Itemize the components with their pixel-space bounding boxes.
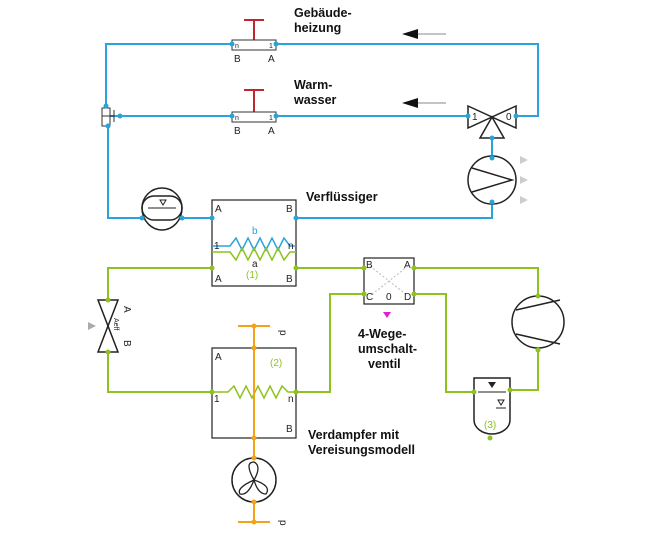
label-hot-water-2: wasser — [293, 93, 337, 107]
port-A: A — [215, 274, 222, 285]
port-1: 1 — [269, 115, 273, 122]
fan-icon[interactable] — [231, 457, 277, 503]
port-B: B — [286, 204, 293, 215]
port-n: n — [235, 43, 239, 50]
valve-hot-water[interactable]: n 1 B A — [231, 89, 277, 137]
label-building-heating-1: Gebäude- — [294, 6, 352, 20]
label-four-way-3: ventil — [368, 357, 401, 371]
label-num: (2) — [270, 358, 282, 369]
port-B: B — [234, 54, 241, 65]
port-n: n — [235, 115, 239, 122]
label-evaporator-2: Vereisungsmodell — [308, 443, 415, 457]
label-b: b — [252, 226, 258, 237]
port-0: 0 — [506, 112, 512, 123]
port-B: B — [366, 260, 373, 271]
label-aeff: Aeff — [112, 318, 119, 330]
port-B: B — [286, 274, 293, 285]
refrigerant-circuit — [107, 267, 539, 393]
port-A: A — [404, 260, 411, 271]
expansion-valve-icon[interactable]: A Aeff B — [88, 299, 132, 353]
port-A: A — [268, 54, 275, 65]
compressor-icon[interactable] — [511, 295, 565, 349]
label-hot-water-1: Warm- — [294, 78, 332, 92]
label-num: (3) — [484, 420, 496, 431]
port-1: 1 — [214, 241, 220, 252]
flow-arrow-icon — [402, 29, 446, 39]
label-a: a — [252, 259, 258, 270]
valve-building-heating[interactable]: n 1 B A — [231, 19, 277, 65]
four-way-valve[interactable]: B A C D 0 — [363, 257, 415, 318]
port-n: n — [288, 394, 294, 405]
port-0: 0 — [386, 292, 392, 303]
port-B: B — [286, 424, 293, 435]
port-B: B — [121, 340, 132, 347]
label-p-top: p — [277, 330, 288, 336]
port-B: B — [234, 126, 241, 137]
label-evaporator-1: Verdampfer mit — [308, 428, 400, 442]
port-A: A — [121, 306, 132, 313]
port-n: n — [288, 241, 294, 252]
port-A: A — [268, 126, 275, 137]
port-A: A — [215, 352, 222, 363]
three-way-valve-icon[interactable]: 1 0 — [467, 104, 517, 139]
port-1: 1 — [472, 112, 478, 123]
water-circuit — [105, 43, 539, 219]
expansion-tank-icon[interactable] — [141, 187, 183, 231]
label-four-way-2: umschalt- — [358, 342, 417, 356]
separator-tank-icon[interactable]: (3) — [473, 377, 511, 435]
pump-icon[interactable] — [467, 155, 528, 205]
port-C: C — [366, 292, 373, 303]
flow-arrow-icon — [402, 98, 446, 108]
label-building-heating-2: heizung — [294, 21, 341, 35]
port-1: 1 — [214, 394, 220, 405]
junction-dots — [103, 41, 541, 525]
port-A: A — [215, 204, 222, 215]
label-four-way-1: 4-Wege- — [358, 327, 406, 341]
condenser[interactable]: A B 1 n A B b a (1) — [211, 199, 297, 287]
label-p-bottom: p — [277, 520, 288, 526]
label-condenser: Verflüssiger — [306, 190, 378, 204]
port-1: 1 — [269, 43, 273, 50]
port-D: D — [404, 292, 411, 303]
label-num: (1) — [246, 270, 258, 281]
